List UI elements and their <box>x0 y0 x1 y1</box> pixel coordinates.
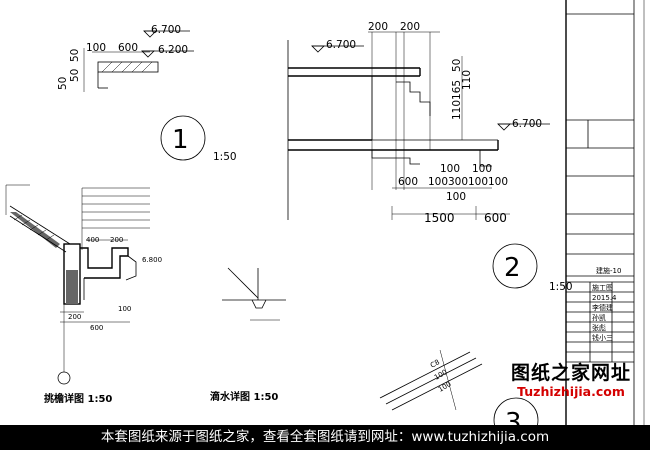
dimension-label: 200 <box>400 21 420 33</box>
elevation-label: 6.700 <box>512 118 542 130</box>
elevation-label: 6.700 <box>151 24 181 36</box>
dimension-label: 400 <box>86 236 99 244</box>
dimension-label: 165 <box>451 80 463 100</box>
dimension-label: 50 <box>451 59 463 72</box>
dimension-label: 50 <box>69 49 81 62</box>
dimension-label: 200 <box>368 21 388 33</box>
dimension-label: 100 <box>440 163 460 175</box>
detail-caption: 挑檐详图 1:50 <box>44 392 112 405</box>
dimension-label: 6.800 <box>142 256 162 264</box>
detail-1-section: 6.700 6.200 100 600 50 50 50 <box>57 24 194 92</box>
dimension-label: 600 <box>398 176 418 188</box>
title-block-cell: 施工图 <box>592 283 613 292</box>
detail-2-marker: 2 1:50 <box>492 243 573 293</box>
dimension-label: 50 <box>69 69 81 82</box>
dimension-label: 600 <box>118 42 138 54</box>
detail-caption: 滴水详图 1:50 <box>210 390 278 403</box>
brand-url[interactable]: Tuzhizhijia.com <box>517 384 625 399</box>
elevation-label: 6.200 <box>158 44 188 56</box>
dimension-label: 50 <box>57 77 69 90</box>
dimension-label: 110 <box>451 100 463 120</box>
detail-3-section: C8 100 100 3 <box>379 349 539 425</box>
detail-number: 3 <box>505 408 522 425</box>
elevation-label: 6.700 <box>326 39 356 51</box>
detail-scale: 1:50 <box>549 281 573 293</box>
title-block-cell: 孙凯 <box>592 313 606 322</box>
dimension-label: 100 <box>437 380 453 394</box>
brand-name: 图纸之家网址 <box>510 362 631 384</box>
dimension-label: C8 <box>429 358 441 370</box>
title-block-drawing-number: 建施-10 <box>596 266 621 275</box>
detail-scale: 1:50 <box>213 151 237 163</box>
dimension-label: 110 <box>461 70 473 90</box>
dimension-label: 200 <box>68 313 81 321</box>
title-block: 施工图 2015.4 李德建 孙凯 张彪 钱小三 建施-10 <box>565 0 645 425</box>
eaves-detail: 400 200 6.800 100 600 200 挑檐详图 1:50 <box>5 184 162 405</box>
title-block-cell: 李德建 <box>592 303 613 312</box>
dimension-label: 200 <box>110 236 123 244</box>
cad-drawing-sheet: 6.700 6.200 100 600 50 50 50 1 1:50 <box>5 0 645 425</box>
dimension-label: 100 <box>446 191 466 203</box>
dimension-label: 1500 <box>424 211 455 225</box>
dimension-label: 100 <box>488 176 508 188</box>
title-block-cell: 钱小三 <box>592 333 613 342</box>
title-block-cell: 2015.4 <box>592 294 617 302</box>
dimension-label: 300 <box>448 176 468 188</box>
brand-watermark: 图纸之家网址 Tuzhizhijia.com <box>498 362 644 400</box>
footer-banner: 本套图纸来源于图纸之家，查看全套图纸请到网址：www.tuzhizhijia.c… <box>0 425 650 450</box>
dimension-label: 100 <box>428 176 448 188</box>
dimension-label: 100 <box>86 42 106 54</box>
title-block-cell: 张彪 <box>592 323 606 332</box>
detail-1-marker: 1 1:50 <box>160 115 237 163</box>
dimension-label: 100 <box>118 305 131 313</box>
dimension-label: 600 <box>90 324 103 332</box>
dimension-label: 100 <box>472 163 492 175</box>
dimension-label: 100 <box>468 176 488 188</box>
detail-number: 2 <box>504 253 521 283</box>
drip-detail: 滴水详图 1:50 <box>210 267 286 403</box>
detail-number: 1 <box>172 125 189 155</box>
detail-2-section: 200 200 6.700 50 110 165 110 6.700 <box>287 21 550 225</box>
dimension-label: 600 <box>484 211 507 225</box>
